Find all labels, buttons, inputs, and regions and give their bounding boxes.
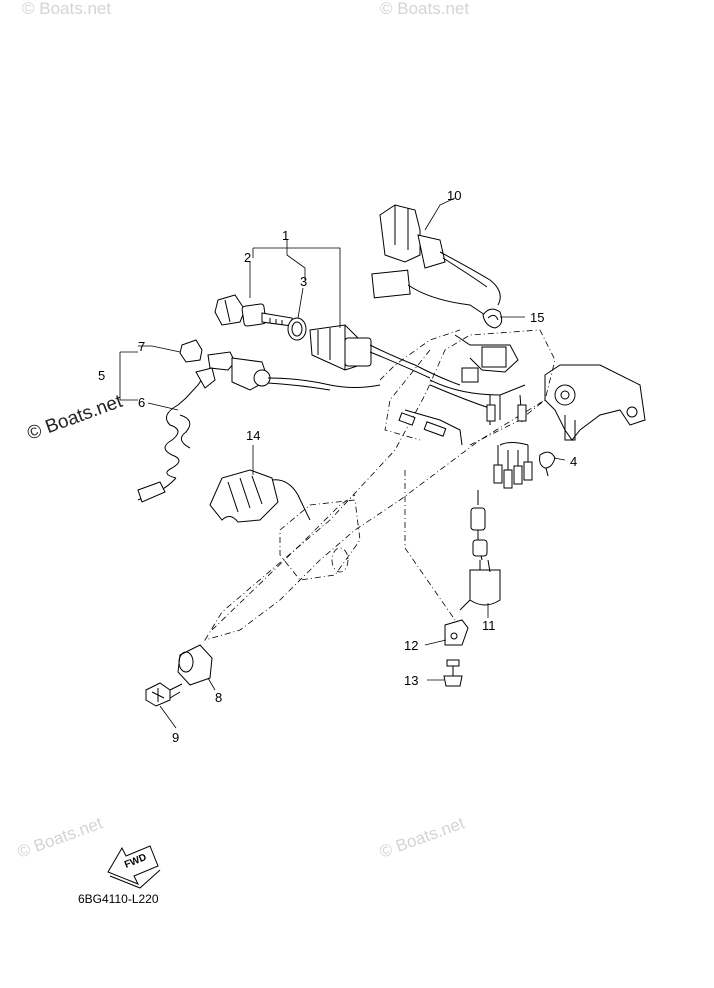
callout-2: 2 (244, 250, 251, 265)
callout-15: 15 (530, 310, 544, 325)
diagram-code: 6BG4110-L220 (78, 892, 159, 906)
part-2-key (241, 303, 293, 327)
part-12-plate (444, 619, 469, 646)
callouts: 1 2 3 4 5 6 7 8 9 10 11 12 13 14 15 (98, 188, 577, 745)
callout-9: 9 (172, 730, 179, 745)
watermark-side: © Boats.net (25, 391, 126, 445)
part-1-main-switch (309, 324, 461, 386)
watermark-top-right: © Boats.net (380, 0, 469, 18)
callout-8: 8 (215, 690, 222, 705)
part-2-cap (214, 294, 246, 326)
callout-3: 3 (300, 274, 307, 289)
watermarks: © Boats.net © Boats.net © Boats.net © Bo… (15, 0, 469, 862)
callout-4: 4 (570, 454, 577, 469)
callout-11: 11 (482, 618, 496, 633)
part-15-clamp (482, 308, 503, 329)
part-5-stop-switch (207, 351, 381, 391)
callout-6: 6 (138, 395, 145, 410)
callout-13: 13 (404, 673, 418, 688)
part-10-harness-connector (371, 204, 501, 316)
part-14-grip (209, 469, 311, 523)
callout-14: 14 (246, 428, 260, 443)
part-6-lanyard (137, 367, 216, 503)
fwd-arrow: FWD (107, 845, 161, 889)
part-13-screw (443, 659, 463, 687)
part-8-damper (177, 644, 213, 686)
part-4-cable-tie (539, 451, 556, 477)
part-7-stop-cap (179, 339, 203, 363)
watermark-bottom-right: © Boats.net (377, 813, 467, 861)
part-11-sensor (459, 490, 501, 611)
callout-12: 12 (404, 638, 418, 653)
leader-lines (119, 197, 566, 729)
tiller-bracket (544, 364, 646, 441)
callout-7: 7 (138, 339, 145, 354)
callout-1: 1 (282, 228, 289, 243)
part-3-ring (287, 317, 307, 341)
handle-wiring (398, 334, 533, 489)
part-9-bolt (145, 682, 183, 707)
watermark-top-left: © Boats.net (22, 0, 111, 18)
callout-10: 10 (447, 188, 461, 203)
callout-5: 5 (98, 368, 105, 383)
watermark-bottom-left: © Boats.net (15, 813, 105, 861)
